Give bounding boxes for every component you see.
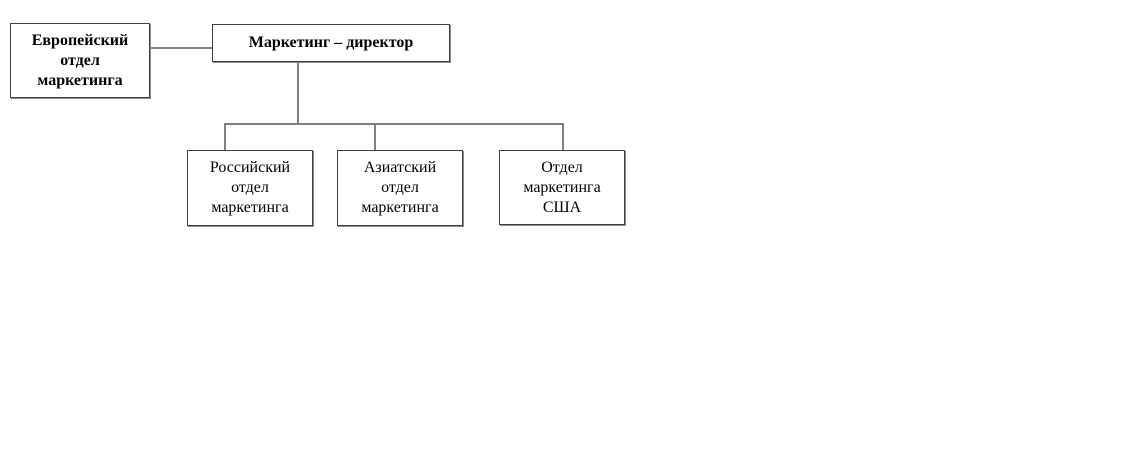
node-label-line: Маркетинг – директор [248, 34, 414, 51]
node-european-marketing-dept: Европейский отдел маркетинга [10, 23, 150, 98]
connector-drop-asian [374, 123, 376, 151]
connector-children-spine [224, 123, 564, 125]
node-label-line: отдел [60, 51, 100, 69]
node-usa-marketing-dept: Отдел маркетинга США [499, 150, 625, 225]
node-label-line: маркетинга [523, 178, 601, 196]
node-asian-marketing-dept: Азиатский отдел маркетинга [337, 150, 463, 226]
node-label-line: маркетинга [37, 71, 123, 89]
node-label-line: отдел [231, 179, 269, 196]
connector-european-to-director [150, 47, 212, 49]
node-label-line: США [542, 198, 582, 216]
connector-drop-usa [562, 123, 564, 151]
node-label-line: Азиатский [363, 159, 437, 176]
node-label-line: Российский [209, 159, 291, 176]
connector-director-stem [297, 62, 299, 124]
node-label-line: отдел [381, 179, 419, 196]
node-marketing-director: Маркетинг – директор [212, 24, 450, 62]
node-label-line: маркетинга [211, 199, 289, 216]
node-label-line: Европейский [31, 31, 129, 49]
node-russian-marketing-dept: Российский отдел маркетинга [187, 150, 313, 226]
node-label-line: маркетинга [361, 199, 439, 216]
node-label-line: Отдел [541, 158, 583, 176]
connector-drop-russian [224, 123, 226, 151]
